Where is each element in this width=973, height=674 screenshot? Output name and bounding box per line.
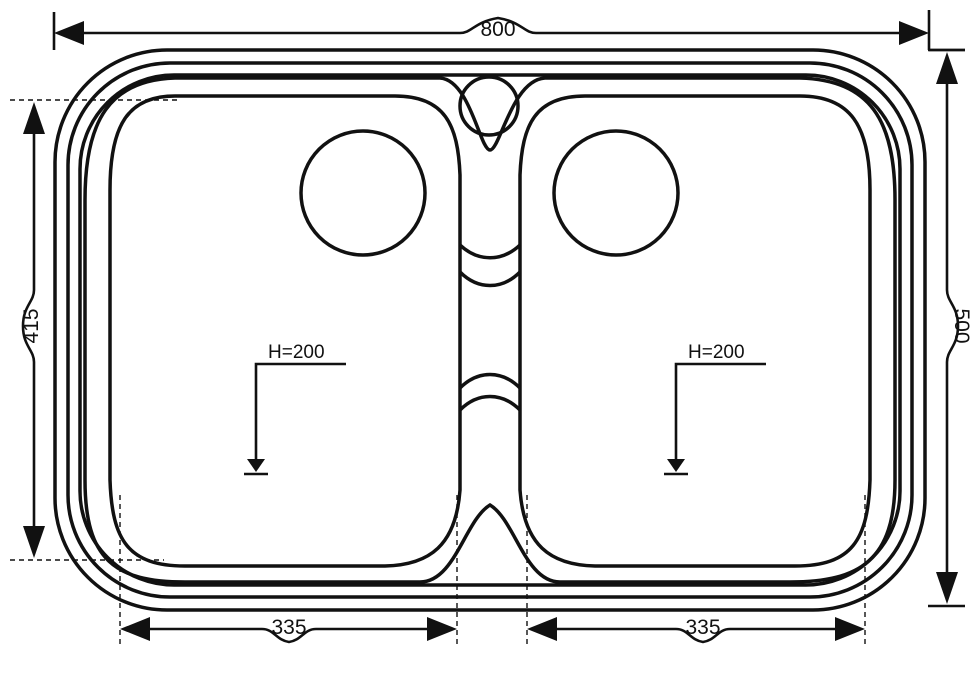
right-depth-arrowhead	[667, 459, 685, 472]
upper-slot-bottom	[458, 270, 522, 288]
left-depth-arrowhead	[247, 459, 265, 472]
right-drain-hole	[552, 129, 680, 257]
lower-slot-bottom	[458, 394, 522, 412]
bridge-overflow-slots	[458, 243, 522, 412]
right-depth-leader	[674, 362, 766, 470]
right-bowl-arrow-left	[527, 617, 557, 641]
dimension-right-bowl-width: 335	[526, 495, 866, 648]
width-arrow-right	[899, 21, 929, 45]
right-bowl-arrow-right	[835, 617, 865, 641]
left-bowl-arrow-right	[427, 617, 457, 641]
outer-rim-line-3	[78, 73, 902, 587]
outer-rim-line-2	[66, 61, 914, 599]
left-bowl-arrow-left	[120, 617, 150, 641]
depth-arrow-bottom	[936, 572, 958, 604]
left-bowl-dimension-line	[126, 627, 451, 644]
width-dimension-line	[60, 16, 922, 35]
overall-depth-label: 500	[950, 308, 973, 343]
right-bowl-width-label: 335	[685, 616, 720, 639]
bowl-depth-label: 415	[20, 308, 43, 343]
faucet-hole	[458, 75, 520, 137]
left-depth-leader	[254, 362, 346, 470]
left-drain-hole	[299, 129, 427, 257]
lower-slot-top	[458, 372, 522, 390]
right-bowl-dimension-line	[533, 627, 859, 644]
right-bowl	[518, 94, 872, 568]
dimension-left-bowl-width: 335	[119, 495, 458, 648]
dimension-overall-depth: 500	[928, 48, 973, 608]
depth-dimension-line	[945, 56, 960, 600]
left-bowl	[108, 94, 462, 568]
width-arrow-left	[54, 21, 84, 45]
bowls-deck-outline	[83, 76, 897, 584]
sink-outer-rim	[53, 48, 927, 612]
right-bowl-height-label: H=200	[688, 342, 745, 363]
upper-slot-top	[458, 243, 522, 260]
dimension-bowl-depth: 415	[10, 99, 178, 561]
left-depth-marker: H=200	[244, 342, 346, 476]
outer-rim-line-1	[53, 48, 927, 612]
left-bowl-width-label: 335	[271, 616, 306, 639]
bowl-depth-arrow-top	[23, 102, 45, 134]
overall-width-label: 800	[480, 18, 515, 41]
bowl-depth-dimension-line	[21, 106, 36, 554]
right-depth-marker: H=200	[664, 342, 766, 476]
bowl-depth-arrow-bottom	[23, 526, 45, 558]
depth-arrow-top	[936, 52, 958, 84]
left-bowl-height-label: H=200	[268, 342, 325, 363]
dimension-overall-width: 800	[52, 10, 965, 52]
